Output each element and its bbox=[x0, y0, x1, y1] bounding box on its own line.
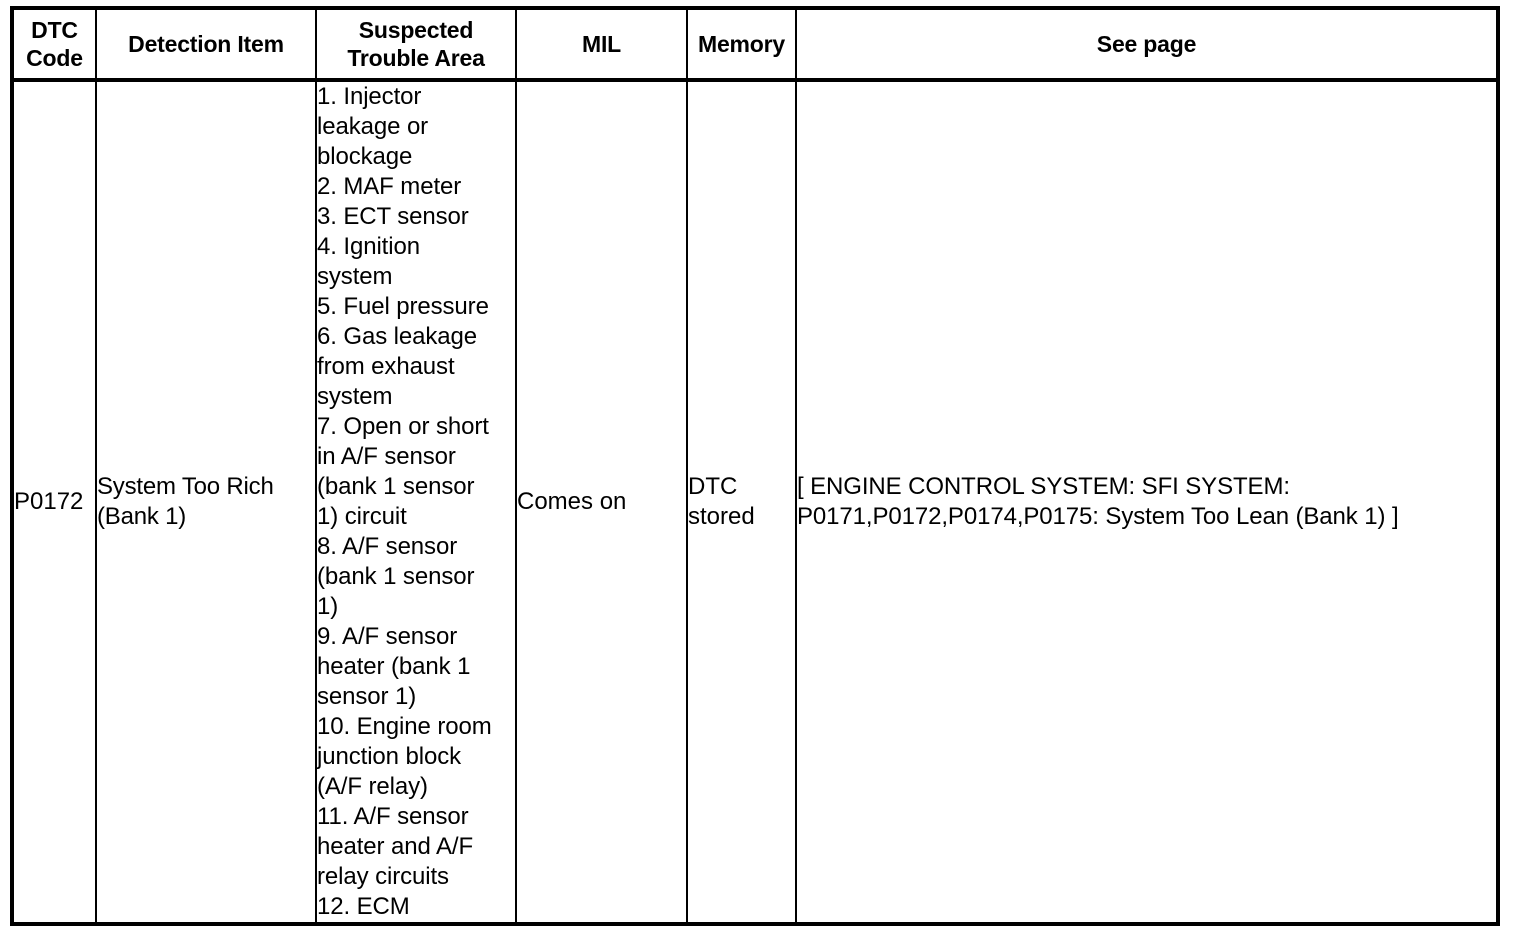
column-header-see-page: See page bbox=[795, 7, 1499, 82]
dtc-table-container: DTC Code Detection Item Suspected Troubl… bbox=[10, 6, 1500, 926]
table-header: DTC Code Detection Item Suspected Troubl… bbox=[11, 7, 1499, 82]
cell-suspected-trouble-area: 1. Injector leakage or blockage 2. MAF m… bbox=[315, 79, 517, 925]
column-header-detection-item: Detection Item bbox=[95, 7, 317, 82]
column-header-mil: MIL bbox=[515, 7, 688, 82]
table-body: P0172 System Too Rich (Bank 1) 1. Inject… bbox=[11, 79, 1499, 925]
column-header-memory: Memory bbox=[686, 7, 797, 82]
column-header-suspected-trouble-area: Suspected Trouble Area bbox=[315, 7, 517, 82]
column-header-dtc-code: DTC Code bbox=[11, 7, 97, 82]
cell-dtc-code: P0172 bbox=[11, 79, 97, 925]
cell-memory: DTC stored bbox=[686, 79, 797, 925]
cell-mil: Comes on bbox=[515, 79, 688, 925]
dtc-table: DTC Code Detection Item Suspected Troubl… bbox=[10, 6, 1500, 926]
header-row: DTC Code Detection Item Suspected Troubl… bbox=[11, 7, 1499, 82]
cell-detection-item: System Too Rich (Bank 1) bbox=[95, 79, 317, 925]
cell-see-page-reference: [ ENGINE CONTROL SYSTEM: SFI SYSTEM: P01… bbox=[795, 79, 1499, 925]
table-row: P0172 System Too Rich (Bank 1) 1. Inject… bbox=[11, 79, 1499, 925]
